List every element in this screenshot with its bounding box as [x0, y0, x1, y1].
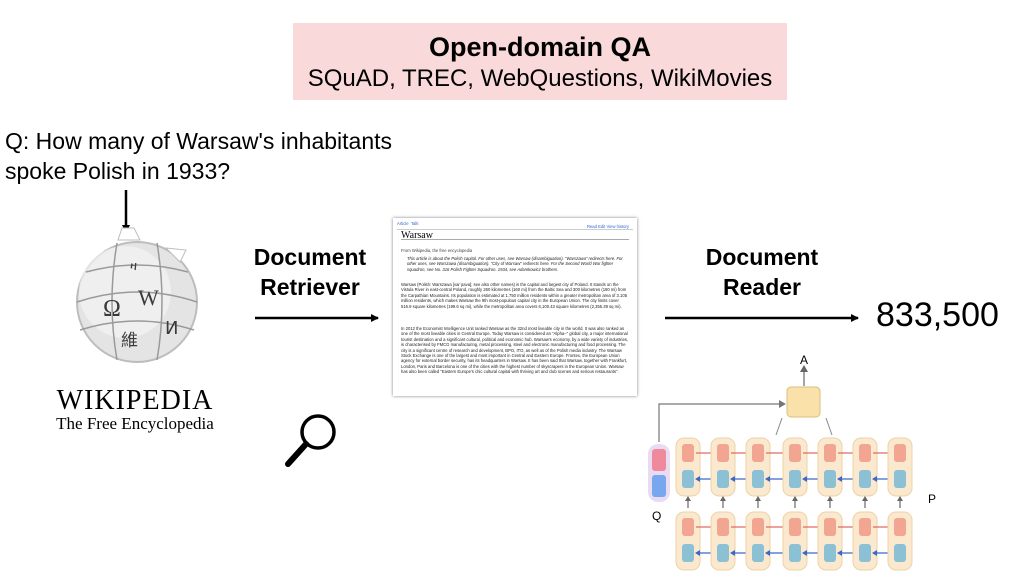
backward-arrowhead	[872, 476, 877, 482]
reader-label-line-1: Document	[705, 244, 819, 270]
globe-glyph-cyrillic: И	[165, 318, 178, 339]
question-top-unit	[652, 449, 666, 471]
rnn-forward-unit	[682, 444, 694, 462]
layer-arrowhead	[827, 496, 833, 501]
title-subtitle: SQuAD, TREC, WebQuestions, WikiMovies	[307, 65, 773, 92]
title-box: Open-domain QA SQuAD, TREC, WebQuestions…	[293, 23, 787, 100]
reader-label-line-2: Reader	[723, 274, 801, 300]
rnn-forward-unit	[752, 444, 764, 462]
rnn-forward-unit	[717, 444, 729, 462]
rnn-backward-unit	[859, 544, 871, 562]
retriever-label-line-2: Retriever	[260, 274, 360, 300]
wikipedia-globe-icon: Ω W 維 И ዛ	[76, 227, 198, 363]
tab-talk[interactable]: Talk	[410, 221, 419, 226]
wikipedia-tagline: The Free Encyclopedia	[56, 414, 214, 433]
passage-label: P	[928, 492, 936, 506]
rnn-backward-unit	[717, 470, 729, 488]
backward-arrowhead	[802, 476, 807, 482]
rnn-backward-unit	[717, 544, 729, 562]
layer-arrowhead	[720, 496, 726, 501]
reader-network: Q A P	[648, 353, 936, 571]
question-bottom-unit	[652, 475, 666, 497]
rnn-backward-unit	[824, 544, 836, 562]
rnn-forward-unit	[752, 518, 764, 536]
question-text: Q: How many of Warsaw's inhabitants spok…	[5, 126, 445, 186]
article-from: From Wikipedia, the free encyclopedia	[401, 248, 473, 253]
rnn-backward-unit	[752, 470, 764, 488]
answer-box	[786, 386, 821, 418]
rnn-forward-unit	[859, 518, 871, 536]
backward-arrowhead	[730, 550, 735, 556]
globe-glyph-w: W	[138, 285, 159, 310]
backward-arrowhead	[872, 550, 877, 556]
layer-arrowhead	[685, 496, 691, 501]
layer-arrowhead	[755, 496, 761, 501]
globe-glyph-cjk: 維	[121, 331, 138, 351]
rnn-forward-unit	[789, 444, 801, 462]
rnn-backward-unit	[824, 470, 836, 488]
globe-glyph-omega: Ω	[103, 296, 121, 322]
question-line-1: Q: How many of Warsaw's inhabitants	[5, 128, 393, 154]
reader-label: Document Reader	[692, 242, 832, 302]
tab-article[interactable]: Article	[397, 221, 409, 226]
rnn-backward-unit	[789, 470, 801, 488]
article-tabs: Article Talk Read Edit View history	[397, 221, 633, 230]
rnn-backward-unit	[894, 470, 906, 488]
layer-arrowhead	[897, 496, 903, 501]
rnn-forward-unit	[894, 518, 906, 536]
backward-arrowhead	[837, 550, 842, 556]
article-title: Warsaw	[401, 230, 629, 241]
rnn-forward-unit	[824, 444, 836, 462]
rnn-backward-unit	[682, 544, 694, 562]
article-paragraph-2: In 2012 the Economist Intelligence Unit …	[401, 326, 629, 375]
backward-arrowhead	[765, 550, 770, 556]
rnn-forward-unit	[717, 518, 729, 536]
magnifier-icon	[285, 414, 336, 467]
rnn-backward-unit	[682, 470, 694, 488]
article-tabs-right[interactable]: Read Edit View history	[586, 224, 629, 229]
globe-glyph-ethiopic: ዛ	[130, 259, 137, 274]
backward-arrowhead	[695, 476, 700, 482]
wikipedia-wordmark: WIKIPEDIA	[56, 385, 214, 416]
rnn-forward-unit	[789, 518, 801, 536]
layer-arrowhead	[792, 496, 798, 501]
rnn-backward-unit	[752, 544, 764, 562]
answer-label: A	[800, 353, 808, 367]
article-hatnotes: This article is about the Polish capital…	[407, 256, 623, 272]
rnn-backward-unit	[789, 544, 801, 562]
answer-text: 833,500	[876, 296, 999, 334]
backward-arrowhead	[730, 476, 735, 482]
backward-arrowhead	[765, 476, 770, 482]
rnn-forward-unit	[859, 444, 871, 462]
rnn-forward-unit	[682, 518, 694, 536]
rnn-backward-unit	[894, 544, 906, 562]
retriever-label: Document Retriever	[240, 242, 380, 302]
question-line-2: spoke Polish in 1933?	[5, 158, 231, 184]
rnn-forward-unit	[894, 444, 906, 462]
layer-arrowhead	[862, 496, 868, 501]
title-main: Open-domain QA	[429, 32, 651, 62]
backward-arrowhead	[837, 476, 842, 482]
rnn-backward-unit	[859, 470, 871, 488]
backward-arrowhead	[695, 550, 700, 556]
backward-arrowhead	[802, 550, 807, 556]
wikipedia-article: Article Talk Read Edit View history Wars…	[393, 218, 637, 396]
retriever-label-line-1: Document	[253, 244, 367, 270]
article-paragraph-1: Warsaw (Polish: Warszawa [varˈʂava]; see…	[401, 282, 628, 309]
rnn-forward-unit	[824, 518, 836, 536]
question-label: Q	[652, 509, 661, 523]
